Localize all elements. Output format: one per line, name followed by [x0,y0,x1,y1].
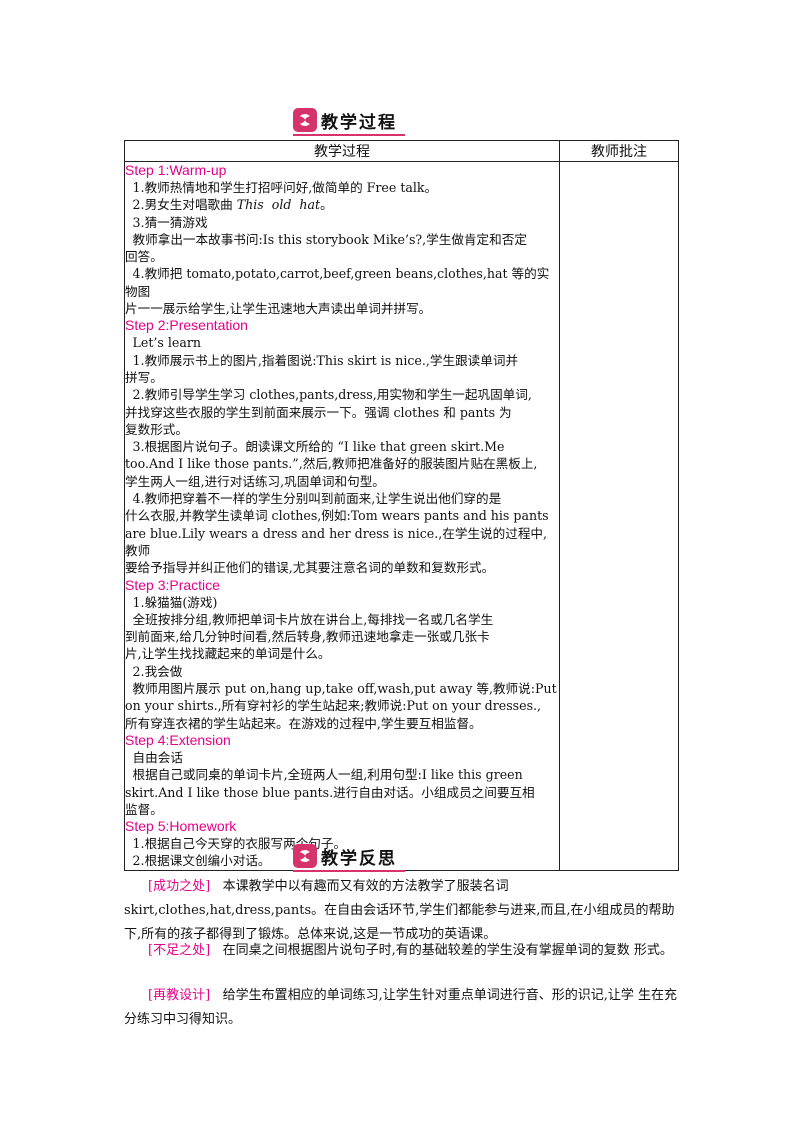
reflection-shortcoming: [不足之处] 在同桌之间根据图片说句子时,有的基础较差的学生没有掌握单词的复数 … [124,939,684,963]
step-line: 学生两人一组,进行对话练习,巩固单词和句型。 [125,473,385,489]
step-line: 1.根据自己今天穿的衣服写两个句子。 [132,836,347,852]
step-line: 全班按排分组,教师把单词卡片放在讲台上,每排找一名或几名学生 [132,611,494,627]
lesson-plan-table: 教学过程 教师批注 Step 1:Warm-up 1.教师热情地和学生打招呼问好… [124,140,679,871]
step-title: Step 1:Warm-up [125,162,227,178]
reflection-text: skirt,clothes,hat,dress,pants。在自由会话环节,学生… [124,903,675,942]
step-line: 3.猜一猜游戏 [132,214,208,230]
step-line: 教师拿出一本故事书问:Is this storybook Mike’s?,学生做… [132,231,527,247]
step-line: 2.男女生对唱歌曲 This old hat。 [132,197,333,213]
process-content-cell: Step 1:Warm-up 1.教师热情地和学生打招呼问好,做简单的 Free… [124,161,560,871]
reflection-tag: [不足之处] [148,943,211,958]
step-title: Step 5:Homework [125,818,237,835]
step-line: 并找穿这些衣服的学生到前面来展示一下。强调 clothes 和 pants 为 [125,404,512,420]
step-line: 根据自己或同桌的单词卡片,全班两人一组,利用句型:I like this gre… [132,767,523,783]
reflection-success: [成功之处] 本课教学中以有趣而又有效的方法教学了服装名词 skirt,clot… [124,875,684,947]
step-line: Let’s learn [132,335,202,351]
reflection-tag: [成功之处] [148,879,211,894]
step-line: 3.根据图片说句子。朗读课文所给的 “I like that green ski… [132,439,505,455]
step-line: 2.我会做 [132,663,183,679]
step-line: 2.教师引导学生学习 clothes,pants,dress,用实物和学生一起巩… [132,387,532,403]
reflection-text: 形式。 [633,943,673,958]
step-title: Step 3:Practice [125,576,220,593]
step-line: are blue.Lily wears a dress and her dres… [125,525,548,558]
banner-underline [293,134,405,136]
step-title: Step 2:Presentation [125,317,248,334]
step-line: 4.教师把穿着不一样的学生分别叫到前面来,让学生说出他们穿的是 [132,491,502,507]
swirl-logo-icon [293,844,317,868]
reflection-text: 生在充分练习中习得知识。 [124,988,677,1027]
step-line: on your shirts.,所有穿衬衫的学生站起来;教师说:Put on y… [125,698,542,714]
table-row: Step 1:Warm-up 1.教师热情地和学生打招呼问好,做简单的 Free… [124,161,679,871]
step-line: 1.教师展示书上的图片,指着图说:This skirt is nice.,学生跟… [132,352,519,368]
step-line: 片,让学生找找藏起来的单词是什么。 [125,646,331,662]
reflection-text: 本课教学中以有趣而又有效的方法教学了服装名词 [222,879,509,894]
step-line: 监督。 [125,801,163,817]
step-line: skirt.And I like those blue pants.进行自由对话… [125,784,535,800]
step-line: 要给予指导并纠正他们的错误,尤其要注意名词的单数和复数形式。 [125,560,495,576]
step-line: 1.教师热情地和学生打招呼问好,做简单的 Free talk。 [132,180,438,195]
step-line: 自由会话 [132,749,183,765]
banner-underline [293,870,405,872]
banner-title: 教学反思 [321,848,397,869]
step-line: 所有穿连衣裙的学生站起来。在游戏的过程中,学生要互相监督。 [125,715,482,731]
step-line: 什么衣服,并教学生读单词 clothes,例如:Tom wears pants … [125,508,549,524]
table-header-row: 教学过程 教师批注 [124,140,679,162]
step-line: 4.教师把 tomato,potato,carrot,beef,green be… [125,266,550,299]
banner-teaching-process: 教学过程 [293,107,405,136]
reflection-tag: [再教设计] [148,988,211,1003]
step-line: 到前面来,给几分钟时间看,然后转身,教师迅速地拿走一张或几张卡 [125,629,490,645]
step-line: too.And I like those pants.”,然后,教师把准备好的服… [125,456,538,472]
step-line: 片一一展示给学生,让学生迅速地大声读出单词并拼写。 [125,301,432,317]
step-line: 教师用图片展示 put on,hang up,take off,wash,put… [132,681,557,697]
banner-title: 教学过程 [321,112,397,133]
banner-teaching-reflection: 教学反思 [293,843,405,872]
step-line: 2.根据课文创编小对话。 [132,853,271,869]
swirl-logo-icon [293,108,317,132]
step-line: 1.躲猫猫(游戏) [132,594,218,610]
reflection-text: 在同桌之间根据图片说句子时,有的基础较差的学生没有掌握单词的复数 [222,943,630,958]
step-line: 复数形式。 [125,421,188,437]
reflection-text: 给学生布置相应的单词练习,让学生针对重点单词进行音、形的识记,让学 [222,988,634,1003]
step-title: Step 4:Extension [125,731,231,748]
teacher-notes-cell [559,161,679,871]
header-teaching-process: 教学过程 [124,140,560,162]
step-line: 回答。 [125,249,163,265]
header-teacher-notes: 教师批注 [559,140,679,162]
step-line: 拼写。 [125,369,163,385]
reflection-redesign: [再教设计] 给学生布置相应的单词练习,让学生针对重点单词进行音、形的识记,让学… [124,984,684,1032]
